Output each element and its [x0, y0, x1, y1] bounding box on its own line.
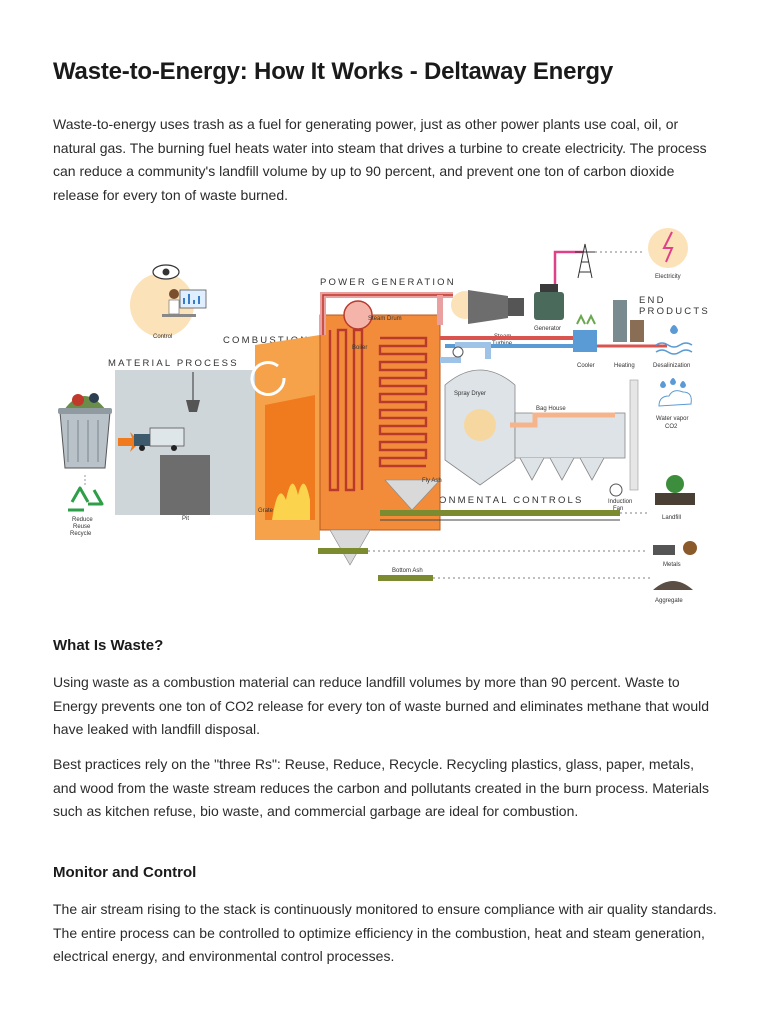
- generator: [534, 284, 564, 320]
- induction-fan-label-1: Induction: [608, 499, 632, 505]
- transmission-tower-icon: [575, 244, 595, 278]
- article-title: Waste-to-Energy: How It Works - Deltaway…: [53, 58, 613, 86]
- desalinization-icon: [656, 325, 692, 354]
- fly-ash-label: Fly Ash: [422, 478, 442, 484]
- recycle-label: Recycle: [70, 531, 92, 537]
- intro-paragraph: Waste-to-energy uses trash as a fuel for…: [53, 113, 721, 207]
- reuse-label: Reuse: [73, 524, 91, 530]
- bottom-ash-label: Bottom Ash: [392, 568, 423, 574]
- power-generation-title: POWER GENERATION: [320, 277, 456, 288]
- end-products-title-2: PRODUCTS: [639, 306, 710, 317]
- end-products-title-1: END: [639, 295, 666, 306]
- steam-drum-icon: [344, 301, 372, 329]
- metals-icon: [653, 541, 697, 555]
- what-is-waste-paragraph-2: Best practices rely on the "three Rs": R…: [53, 753, 721, 824]
- electricity-label: Electricity: [655, 274, 681, 280]
- water-vapor-label-2: CO2: [665, 424, 678, 430]
- material-process-title: MATERIAL PROCESS: [108, 358, 239, 369]
- landfill-label: Landfill: [662, 515, 681, 521]
- steam-turbine: [451, 290, 524, 324]
- cooler-icon: [573, 316, 597, 352]
- waste-to-energy-diagram: Control POWER GENERATION COMBUSTION MATE…: [50, 220, 720, 615]
- section-heading-monitor-and-control: Monitor and Control: [53, 864, 196, 881]
- control-label: Control: [153, 334, 172, 340]
- cloud-icon: [659, 391, 691, 406]
- control-station: Control: [130, 265, 206, 340]
- heating-label: Heating: [614, 363, 635, 369]
- reduce-label: Reduce: [72, 517, 93, 523]
- landfill-icon: [655, 475, 695, 505]
- desalinization-label: Desalinization: [653, 363, 690, 369]
- aggregate-label: Aggregate: [655, 598, 683, 604]
- section-heading-what-is-waste: What Is Waste?: [53, 637, 163, 654]
- spray-dryer-label: Spray Dryer: [454, 391, 486, 397]
- spray-dryer: [445, 370, 515, 485]
- grate-label: Grate: [258, 508, 274, 514]
- metals-label: Metals: [663, 562, 681, 568]
- water-vapor-label-1: Water vapor: [656, 416, 688, 422]
- steam-drum-label: Steam Drum: [368, 316, 402, 322]
- cooler-label: Cooler: [577, 363, 595, 369]
- monitor-and-control-paragraph: The air stream rising to the stack is co…: [53, 898, 721, 969]
- generator-label: Generator: [534, 326, 561, 332]
- trash-can: [58, 393, 112, 468]
- induction-fan-icon: [610, 484, 622, 496]
- boiler-label: Boiler: [352, 345, 367, 351]
- pit-label: Pit: [182, 516, 189, 522]
- what-is-waste-paragraph-1: Using waste as a combustion material can…: [53, 671, 721, 742]
- aggregate-icon: [653, 581, 693, 590]
- water-drops-icon: [660, 378, 686, 388]
- recycle-icon: [68, 488, 102, 510]
- bag-house-label: Bag House: [536, 406, 566, 412]
